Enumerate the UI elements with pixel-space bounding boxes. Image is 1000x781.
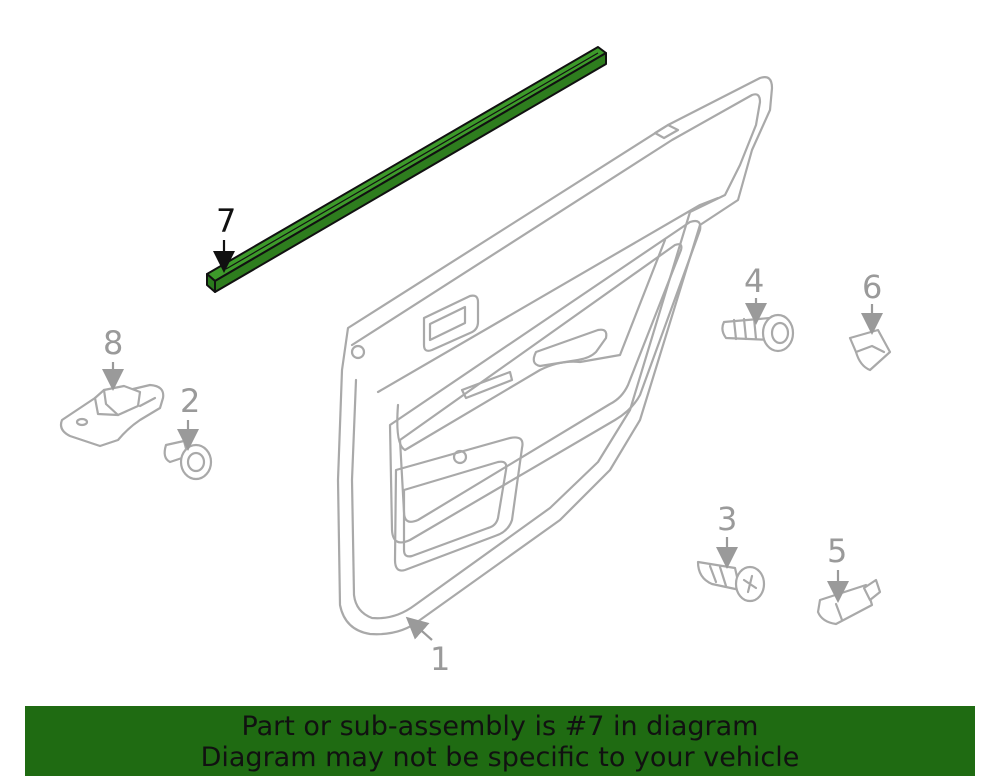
retainer xyxy=(816,578,882,626)
clip xyxy=(848,328,892,372)
banner-line-1: Part or sub-assembly is #7 in diagram xyxy=(241,711,759,742)
bolt xyxy=(721,313,795,353)
parts-diagram: 7 8 2 4 6 3 5 1 xyxy=(59,46,892,678)
part-info-banner: Part or sub-assembly is #7 in diagram Di… xyxy=(25,706,975,776)
callout-2: 2 xyxy=(180,382,200,420)
callout-4: 4 xyxy=(744,262,764,300)
banner-line-2: Diagram may not be specific to your vehi… xyxy=(200,742,800,773)
screw xyxy=(696,560,766,603)
callout-7: 7 xyxy=(216,202,236,240)
callout-8: 8 xyxy=(103,324,123,362)
callout-1: 1 xyxy=(430,640,450,678)
bracket xyxy=(59,383,165,448)
callout-3: 3 xyxy=(717,500,737,538)
door-trim-panel xyxy=(336,76,774,636)
callout-5: 5 xyxy=(827,532,847,570)
callout-6: 6 xyxy=(862,268,882,306)
belt-weatherstrip xyxy=(206,46,607,293)
callout-1-arrow xyxy=(405,616,433,641)
push-clip xyxy=(163,439,213,481)
